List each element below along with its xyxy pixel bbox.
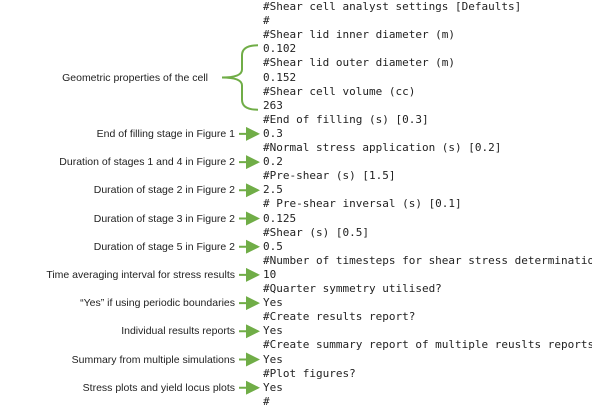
config-line: 10: [263, 267, 277, 281]
annotation-label: “Yes” if using periodic boundaries: [80, 297, 235, 310]
config-line: #Shear cell volume (cc): [263, 84, 416, 98]
config-line: 0.5: [263, 239, 283, 253]
config-line: Yes: [263, 352, 283, 366]
config-line: #Create summary report of multiple reusl…: [263, 338, 592, 352]
config-line: 0.152: [263, 70, 297, 84]
annotation-label: Stress plots and yield locus plots: [82, 381, 235, 394]
config-line: #Shear lid inner diameter (m): [263, 28, 456, 42]
config-line: #Shear (s) [0.5]: [263, 225, 369, 239]
config-line: Yes: [263, 324, 283, 338]
config-line: #: [263, 394, 270, 408]
config-line: #Create results report?: [263, 310, 416, 324]
config-line: 2.5: [263, 183, 283, 197]
config-line: #Number of timesteps for shear stress de…: [263, 253, 592, 267]
annotation-label: Duration of stage 2 in Figure 2: [93, 184, 235, 197]
annotation-label: Individual results reports: [121, 325, 235, 338]
config-line: 0.3: [263, 126, 283, 140]
annotation-label: Duration of stages 1 and 4 in Figure 2: [59, 156, 235, 169]
config-line: #: [263, 14, 270, 28]
config-line: #Pre-shear (s) [1.5]: [263, 169, 396, 183]
annotation-label: Duration of stage 5 in Figure 2: [93, 240, 235, 253]
config-line: 0.2: [263, 155, 283, 169]
annotation-label: Summary from multiple simulations: [71, 353, 235, 366]
config-line: #Quarter symmetry utilised?: [263, 282, 442, 295]
config-line: 0.102: [263, 42, 297, 56]
config-line: Yes: [263, 380, 283, 394]
annotation-label: End of filling stage in Figure 1: [96, 127, 235, 140]
config-line: 0.125: [263, 211, 297, 225]
config-line: # Pre-shear inversal (s) [0.1]: [263, 197, 462, 211]
config-line: #End of filling (s) [0.3]: [263, 112, 429, 126]
config-line: #Shear lid outer diameter (m): [263, 56, 456, 70]
config-line: 263: [263, 98, 283, 112]
config-line: #Shear cell analyst settings [Defaults]: [263, 0, 522, 13]
annotation-label: Duration of stage 3 in Figure 2: [93, 212, 235, 225]
annotation-label: Geometric properties of the cell: [62, 71, 208, 84]
config-line: #Plot figures?: [263, 366, 356, 380]
config-line: Yes: [263, 296, 283, 310]
annotation-brace: [221, 44, 259, 111]
config-line: #Normal stress application (s) [0.2]: [263, 141, 502, 154]
annotation-label: Time averaging interval for stress resul…: [46, 268, 235, 281]
